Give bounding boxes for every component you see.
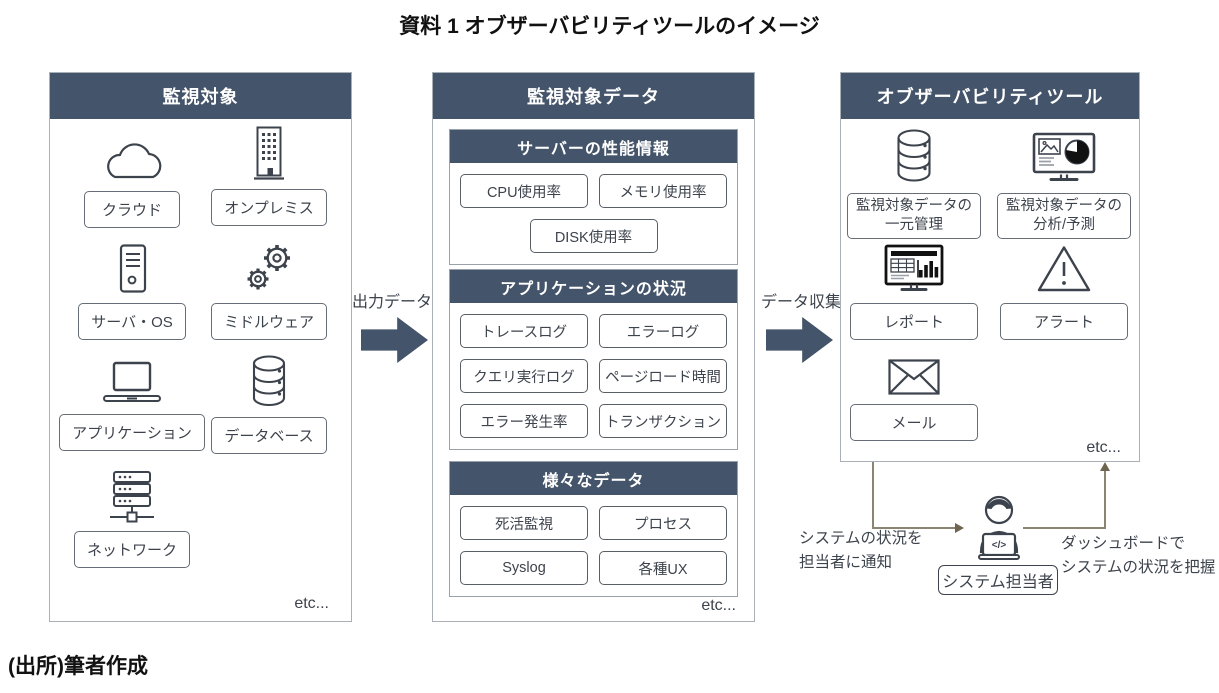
tool-central-management: 監視対象データの 一元管理 <box>841 127 987 240</box>
target-network: ネットワーク <box>62 469 202 568</box>
data-item: エラーログ <box>599 314 727 348</box>
data-item: ページロード時間 <box>599 359 727 393</box>
network-rack-icon <box>105 469 159 523</box>
data-etc-label: etc... <box>701 597 736 614</box>
data-collect-arrow-icon <box>766 317 833 363</box>
cloud-icon <box>96 133 168 183</box>
arrowhead-right-icon <box>955 523 964 533</box>
data-item: エラー発生率 <box>460 404 588 438</box>
panel-targets-header: 監視対象 <box>50 73 351 119</box>
tool-label: メール <box>850 404 978 441</box>
group-title: アプリケーションの状況 <box>450 270 737 303</box>
monitor-report-icon <box>882 243 946 295</box>
target-label: アプリケーション <box>59 414 205 451</box>
data-collect-label: データ収集 <box>760 294 841 311</box>
connector-up-line <box>1104 470 1106 529</box>
connector-left-line <box>1023 527 1106 529</box>
database-stack-icon <box>891 127 937 185</box>
target-label: サーバ・OS <box>78 303 186 340</box>
alert-triangle-icon <box>1035 243 1093 295</box>
tool-label: 監視対象データの 分析/予測 <box>997 193 1131 240</box>
tool-label: 監視対象データの 一元管理 <box>847 193 981 240</box>
group-server-performance: サーバーの性能情報 CPU使用率 メモリ使用率 DISK使用率 <box>449 129 738 265</box>
data-item: Syslog <box>460 551 588 585</box>
person-label: システム担当者 <box>938 565 1058 595</box>
data-item: トレースログ <box>460 314 588 348</box>
grasp-note: ダッシュボードで システムの状況を把握 <box>1061 535 1216 577</box>
connector-right-line <box>872 527 956 529</box>
connector-down-line <box>872 462 874 529</box>
panel-data-header: 監視対象データ <box>433 73 754 119</box>
group-various-data: 様々なデータ 死活監視 プロセス Syslog 各種UX <box>449 461 738 597</box>
notify-note: システムの状況を 担当者に通知 <box>799 530 923 572</box>
laptop-icon <box>99 360 165 406</box>
target-label: オンプレミス <box>211 189 327 226</box>
panel-observability-tools: オブザーバビリティツール 監視対象データの 一元管理 <box>840 72 1140 462</box>
output-data-label: 出力データ <box>351 294 432 311</box>
target-label: クラウド <box>84 191 180 228</box>
tool-analysis-prediction: 監視対象データの 分析/予測 <box>991 131 1137 240</box>
data-item: トランザクション <box>599 404 727 438</box>
tool-label: アラート <box>1000 303 1128 340</box>
data-item: DISK使用率 <box>529 219 658 253</box>
monitor-analytics-icon <box>1030 131 1098 185</box>
tool-label: レポート <box>850 303 978 340</box>
database-icon <box>247 353 291 409</box>
figure-title: 資料 1 オブザーバビリティツールのイメージ <box>399 15 820 38</box>
panel-monitoring-targets: 監視対象 クラウド <box>49 72 352 622</box>
data-item: 死活監視 <box>460 506 588 540</box>
output-data-arrow-icon <box>361 317 428 363</box>
target-cloud: クラウド <box>62 133 202 228</box>
target-label: データベース <box>211 417 327 454</box>
group-title: 様々なデータ <box>450 462 737 495</box>
target-label: ネットワーク <box>73 531 190 568</box>
target-server-os: サーバ・OS <box>62 243 202 340</box>
target-onpremise: オンプレミス <box>199 125 339 226</box>
tools-etc-label: etc... <box>1086 439 1121 456</box>
tool-mail: メール <box>841 358 987 441</box>
arrowhead-up-icon <box>1100 462 1110 471</box>
building-icon <box>249 125 289 181</box>
target-middleware: ミドルウェア <box>199 241 339 340</box>
tool-alert: アラート <box>991 243 1137 340</box>
data-item: 各種UX <box>599 551 727 585</box>
group-title: サーバーの性能情報 <box>450 130 737 163</box>
code-glyph: </> <box>992 540 1007 551</box>
target-label: ミドルウェア <box>210 303 327 340</box>
target-application: アプリケーション <box>59 360 205 451</box>
data-item: クエリ実行ログ <box>460 359 588 393</box>
server-tower-icon <box>112 243 152 295</box>
data-item: メモリ使用率 <box>599 174 727 208</box>
person-icon: </> <box>970 494 1028 564</box>
source-note: (出所)筆者作成 <box>8 655 148 678</box>
mail-icon <box>887 358 941 396</box>
data-item: CPU使用率 <box>460 174 588 208</box>
target-database: データベース <box>199 353 339 454</box>
tool-report: レポート <box>841 243 987 340</box>
group-application-status: アプリケーションの状況 トレースログ エラーログ クエリ実行ログ ページロード時… <box>449 269 738 450</box>
panel-monitoring-data: 監視対象データ サーバーの性能情報 CPU使用率 メモリ使用率 DISK使用率 … <box>432 72 755 622</box>
gears-icon <box>242 241 296 295</box>
panel-tools-header: オブザーバビリティツール <box>841 73 1139 119</box>
targets-etc-label: etc... <box>294 595 329 612</box>
data-item: プロセス <box>599 506 727 540</box>
